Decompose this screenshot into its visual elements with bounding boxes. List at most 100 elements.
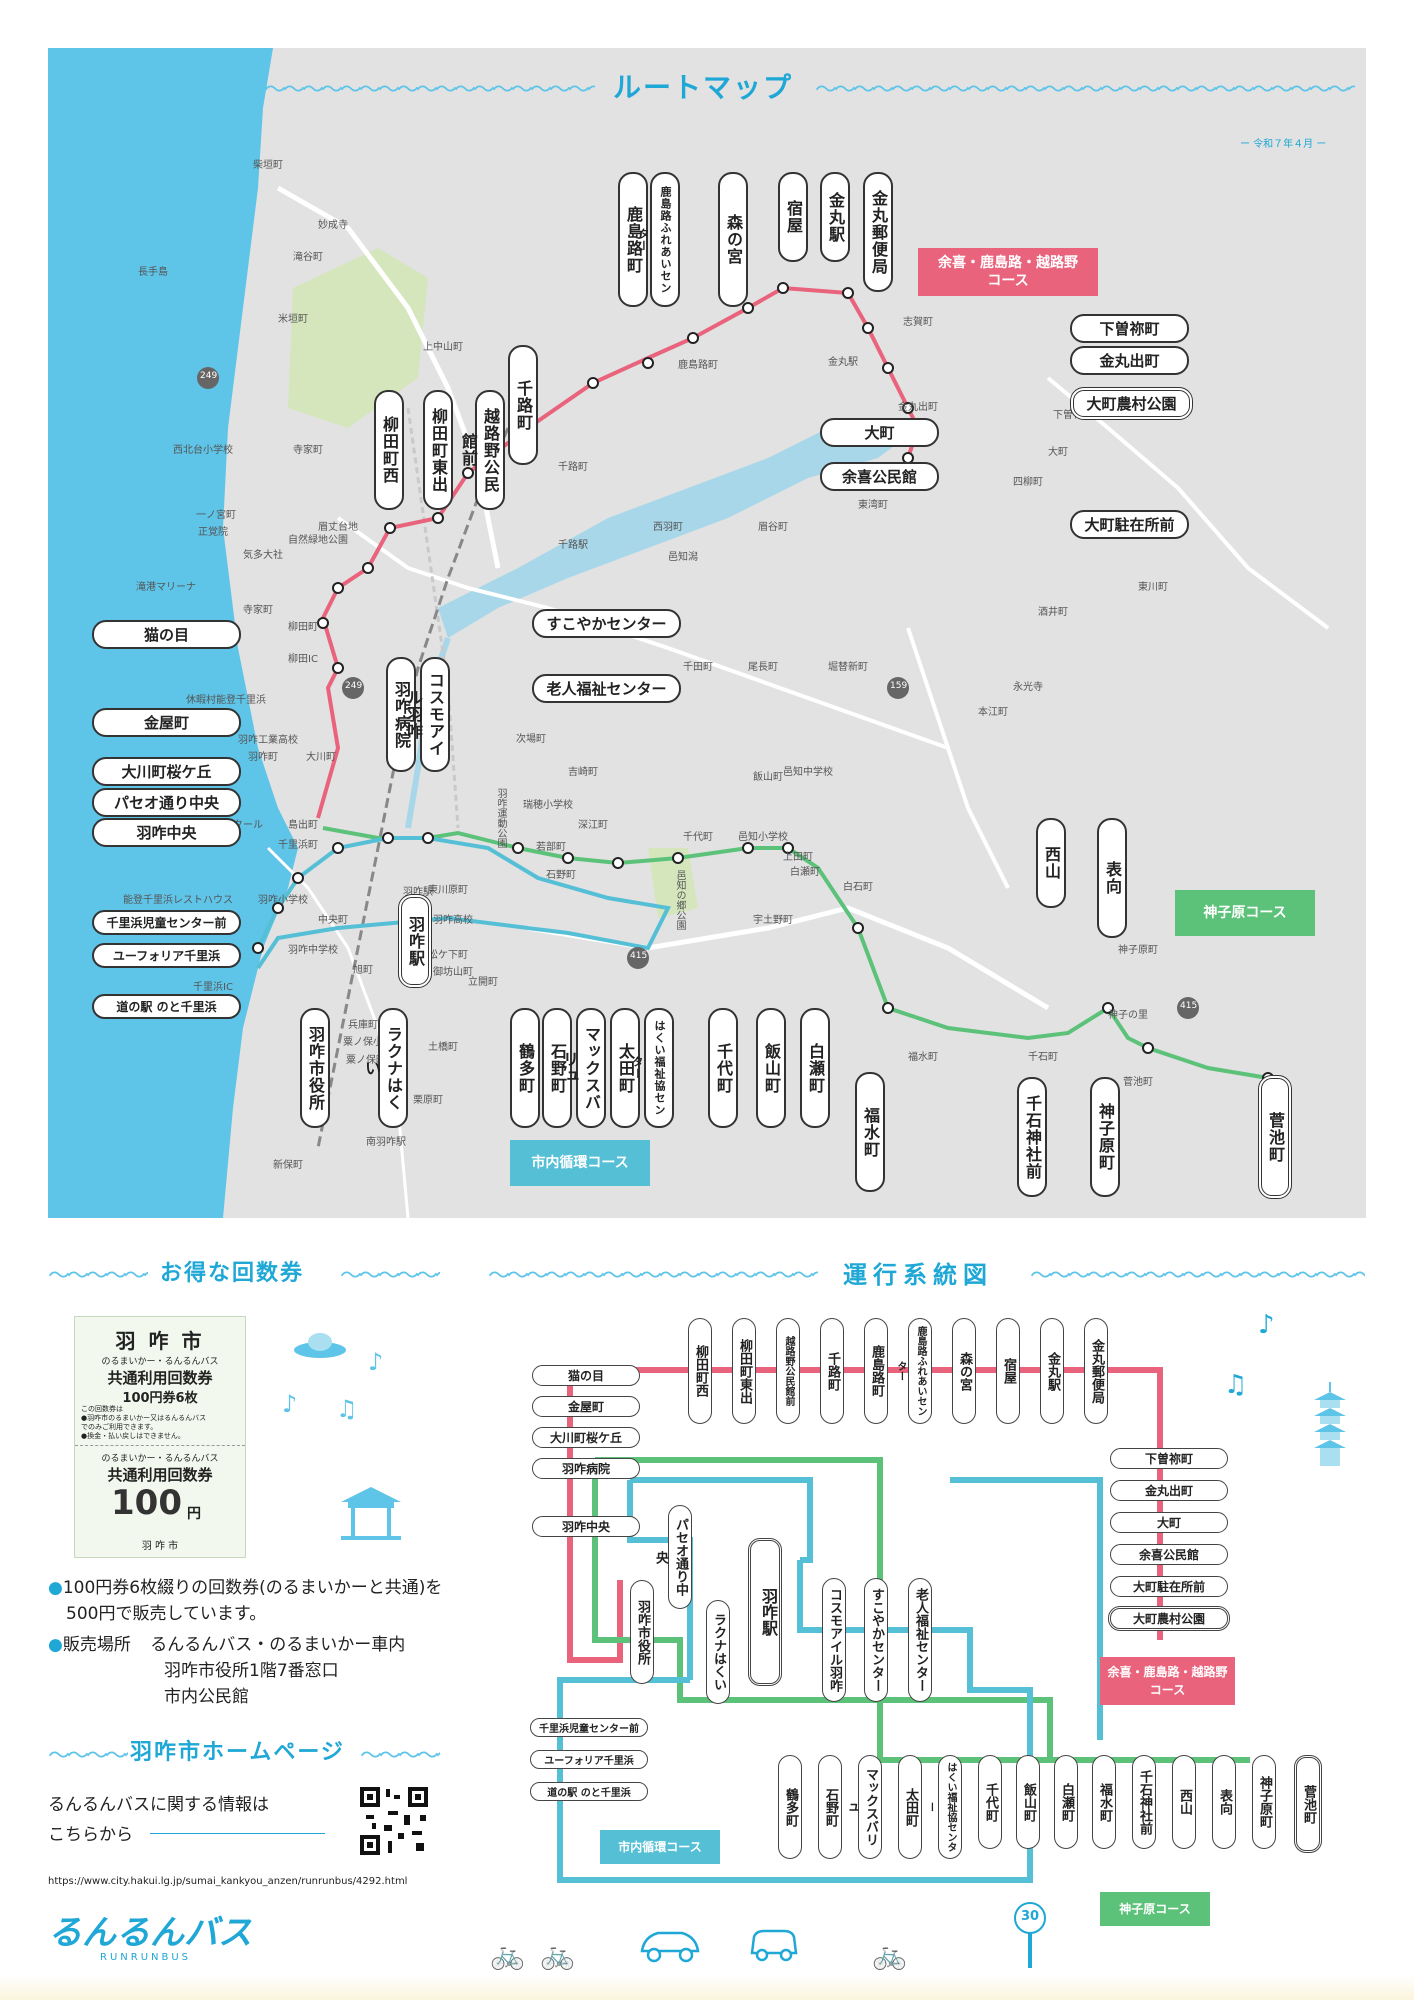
place-name: 若部町 — [536, 842, 566, 853]
bicycle-icon: 🚲 — [490, 1938, 525, 1971]
stop-label: 金丸郵便局 — [863, 172, 893, 292]
place-name: 羽咋小学校 — [258, 895, 308, 906]
stop-label: 羽咋駅 — [398, 894, 432, 988]
place-name: 羽咋町 — [248, 752, 278, 763]
green-route-line — [322, 826, 1269, 1080]
place-name: 柳田IC — [288, 654, 318, 665]
diagram-stop: 白瀬町 — [1054, 1755, 1078, 1849]
wave-decoration: 〜〜〜〜〜〜〜〜〜〜〜〜〜〜〜〜〜〜〜〜〜 — [1030, 1264, 1365, 1289]
place-name: 次場町 — [516, 734, 546, 745]
bicycle-icon: 🚲 — [540, 1938, 575, 1971]
diagram-stop: 羽咋駅 — [748, 1538, 782, 1686]
diagram-stop: すこやかセンター — [864, 1578, 888, 1702]
footer-band — [0, 1975, 1414, 2000]
homepage-url[interactable]: https://www.city.hakui.lg.jp/sumai_kanky… — [48, 1876, 408, 1887]
place-name: 米垣町 — [278, 314, 308, 325]
music-note-icon: ♪ — [1258, 1310, 1275, 1340]
place-name: 寺家町 — [293, 445, 323, 456]
ticket-note-line: この回数券は — [81, 1405, 123, 1413]
car-icon — [640, 1931, 700, 1963]
ticket-note-line: ●換金・払い戻しはできません。 — [81, 1432, 185, 1440]
wave-decoration: 〜〜〜〜〜〜 — [48, 1744, 128, 1769]
road — [406, 407, 460, 829]
place-name: 千代町 — [683, 832, 713, 843]
park-area — [288, 248, 428, 428]
place-name: 一ノ宮町 — [196, 510, 236, 521]
music-note-icon: ♪ — [368, 1348, 384, 1376]
runrunbus-logo: るんるんバス — [48, 1913, 252, 1953]
ticket-card: 羽 咋 市 のるまいかー・るんるんバス 共通利用回数券 100円券6枚 この回数… — [74, 1316, 246, 1558]
stop-label: 福水町 — [855, 1072, 885, 1192]
place-name: 眉丈台地 — [318, 522, 358, 533]
place-name: 妙成寺 — [318, 220, 348, 231]
place-name: 自然緑地公園 — [288, 535, 348, 546]
diagram-blue-line — [630, 1477, 813, 1563]
diagram-stop: 菅池町 — [1294, 1755, 1322, 1853]
stub-city: 羽 咋 市 — [141, 1541, 179, 1552]
place-name: 南羽咋駅 — [366, 1137, 406, 1148]
place-name: 新保町 — [273, 1160, 303, 1171]
place-name: 土橋町 — [428, 1042, 458, 1053]
stop-label: 大町駐在所前 — [1070, 510, 1189, 539]
diagram-stop: はくい福祉協センター — [925, 1755, 962, 1859]
diagram-stop: ユーフォリア千里浜 — [530, 1750, 648, 1769]
place-name: 邑知の郷公園 — [674, 870, 685, 930]
stop-label: 羽咋市役所 — [300, 1008, 330, 1128]
ticket-info-text: 羽咋市役所1階7番窓口 — [164, 1661, 339, 1681]
stub-name: 共通利用回数券 — [107, 1466, 213, 1484]
place-name: 千里浜町 — [278, 840, 318, 851]
place-name: 神子の里 — [1108, 1010, 1148, 1021]
place-name: 四柳町 — [1013, 477, 1043, 488]
place-name: 堀替新町 — [828, 662, 868, 673]
ticket-info-text: 500円で販売しています。 — [66, 1604, 267, 1624]
stop-label: 道の駅 のと千里浜 — [92, 994, 241, 1019]
place-name: 邑知小学校 — [738, 832, 788, 843]
diagram-stop: 越路野公民館前 — [776, 1318, 800, 1424]
diagram-stop: 飯山町 — [1016, 1755, 1040, 1849]
place-name: 長手島 — [138, 267, 168, 278]
diagram-stop: 金丸郵便局 — [1084, 1318, 1108, 1424]
place-name: 羽咋中学校 — [288, 945, 338, 956]
stop-label: 石野町 — [542, 1008, 572, 1128]
diagram-stop: 鹿島路町 — [864, 1318, 888, 1424]
stop-label: 宿屋 — [778, 172, 808, 262]
place-name: 羽咋駅 — [403, 887, 433, 898]
wave-decoration: 〜〜〜〜〜〜〜〜〜〜〜〜〜〜〜〜〜〜〜〜〜〜〜〜〜〜〜〜〜〜〜〜〜〜 — [55, 78, 595, 103]
car-icon — [750, 1929, 798, 1962]
arrow-line — [150, 1833, 325, 1834]
bullet-icon: ● — [48, 1578, 63, 1598]
place-name: 千田町 — [683, 662, 713, 673]
ticket-info-text: 市内公民館 — [164, 1687, 249, 1707]
diagram-stop: 石野町 — [818, 1755, 842, 1859]
place-name: 飯山町 — [753, 772, 783, 783]
place-name: 福水町 — [908, 1052, 938, 1063]
route-shields — [197, 367, 1199, 1019]
stop-label: 柳田町西 — [374, 390, 404, 510]
place-name: 金丸出町 — [898, 402, 938, 413]
music-note-icon: ♫ — [336, 1395, 358, 1423]
homepage-line: こちらから — [48, 1825, 133, 1845]
diagram-course-blue: 市内循環コース — [600, 1830, 720, 1864]
place-name: 眉谷町 — [758, 522, 788, 533]
runrunbus-logo-sub: RUNRUNBUS — [100, 1952, 192, 1963]
qr-code-icon[interactable] — [358, 1785, 430, 1857]
place-name: 滝港マリーナ — [136, 582, 196, 593]
music-note-icon: ♪ — [282, 1390, 298, 1418]
place-name: 東湾町 — [858, 500, 888, 511]
ticket-divider — [75, 1445, 245, 1446]
place-name: 邑知潟 — [668, 552, 698, 563]
stub-unit: 円 — [187, 1506, 201, 1522]
ticket-info-text: 100円券6枚綴りの回数券(のるまいかーと共通)を — [62, 1578, 443, 1598]
diagram-title: 運行系統図 — [843, 1261, 993, 1289]
diagram-stop: 西山 — [1172, 1755, 1196, 1849]
place-name: 旭町 — [353, 965, 373, 976]
place-name: 松ケ下町 — [428, 950, 468, 961]
place-name: 鹿島路町 — [678, 360, 718, 371]
road — [906, 627, 1010, 889]
place-name: 千路町 — [558, 462, 588, 473]
map-canvas — [48, 48, 1330, 1218]
bicycle-icon: 🚲 — [872, 1938, 907, 1971]
ticket-note-line: ●羽咋市のるまいかー又はるんるんバス — [81, 1414, 207, 1422]
diagram-stop: 老人福祉センター — [908, 1578, 932, 1702]
bullet-icon: ● — [48, 1635, 63, 1655]
